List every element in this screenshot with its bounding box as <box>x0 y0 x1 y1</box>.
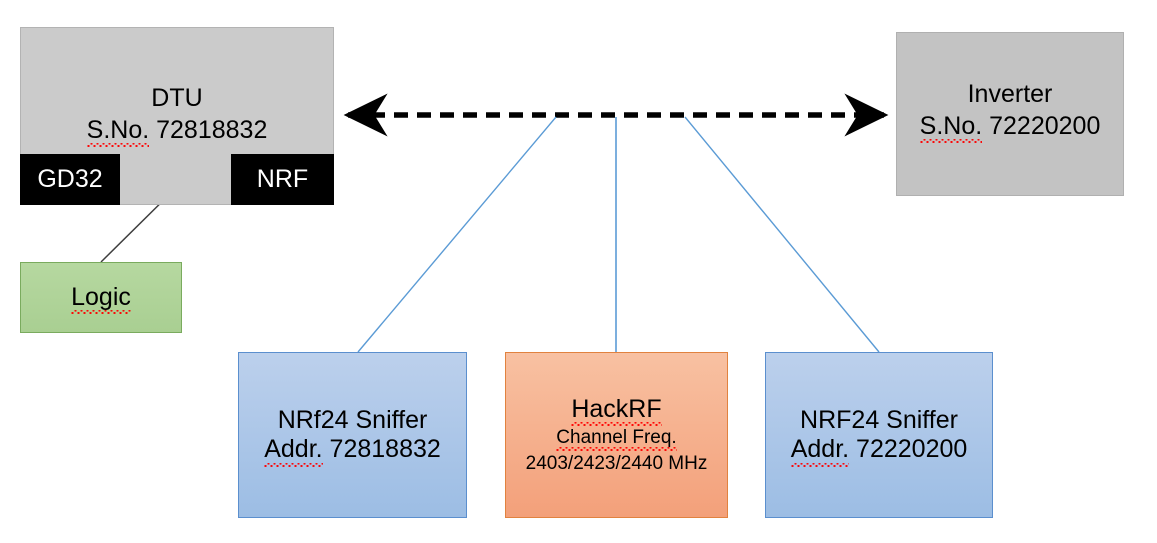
hackrf-frequencies: 2403/2423/2440 MHz <box>525 452 708 474</box>
nrf-node[interactable]: NRF <box>231 154 334 205</box>
sniffer-right-addr-label: Addr. <box>790 435 850 466</box>
sniffer-left-title-text: NRf24 Sniffer <box>277 405 428 434</box>
tap-line-sniffer-left <box>357 116 557 353</box>
inverter-serial-label: S.No. <box>919 111 983 143</box>
hackrf-node[interactable]: HackRF Channel Freq. 2403/2423/2440 MHz <box>505 352 728 518</box>
hackrf-subtitle-text: Channel Freq. <box>556 427 678 452</box>
nrf-label: NRF <box>256 164 309 193</box>
sniffer-right-title: NRF24 Sniffer <box>800 406 958 436</box>
dtu-serial: S.No. 72818832 <box>86 115 268 147</box>
sniffer-right-addr: Addr. 72220200 <box>790 435 968 466</box>
inverter-serial: S.No. 72220200 <box>919 111 1101 143</box>
hackrf-subtitle: Channel Freq. <box>556 427 678 452</box>
logic-analyzer-node[interactable]: Logic <box>20 262 182 333</box>
inverter-title: Inverter <box>967 80 1053 108</box>
sniffer-right-node[interactable]: NRF24 Sniffer Addr. 72220200 <box>765 352 993 518</box>
gd32-node[interactable]: GD32 <box>20 154 120 205</box>
sniffer-left-addr-value: 72818832 <box>329 435 441 463</box>
sniffer-left-addr: Addr. 72818832 <box>264 435 441 466</box>
tap-line-sniffer-right <box>684 116 880 353</box>
hackrf-title: HackRF <box>571 394 662 426</box>
sniffer-left-node[interactable]: NRf24 Sniffer Addr. 72818832 <box>238 352 467 518</box>
sniffer-left-addr-label: Addr. <box>264 435 323 466</box>
dtu-title: DTU <box>151 84 203 112</box>
sniffer-left-title: NRf24 Sniffer <box>278 406 428 436</box>
logic-label: Logic <box>71 282 131 314</box>
sniffer-right-title-text: NRF24 Sniffer <box>800 405 958 434</box>
sniffer-right-addr-value: 72220200 <box>856 435 968 463</box>
dtu-serial-value: 72818832 <box>156 115 268 144</box>
inverter-node[interactable]: Inverter S.No. 72220200 <box>896 32 1124 196</box>
gd32-label: GD32 <box>37 164 103 193</box>
dtu-serial-label: S.No. <box>86 115 150 147</box>
inverter-serial-value: 72220200 <box>989 111 1101 140</box>
